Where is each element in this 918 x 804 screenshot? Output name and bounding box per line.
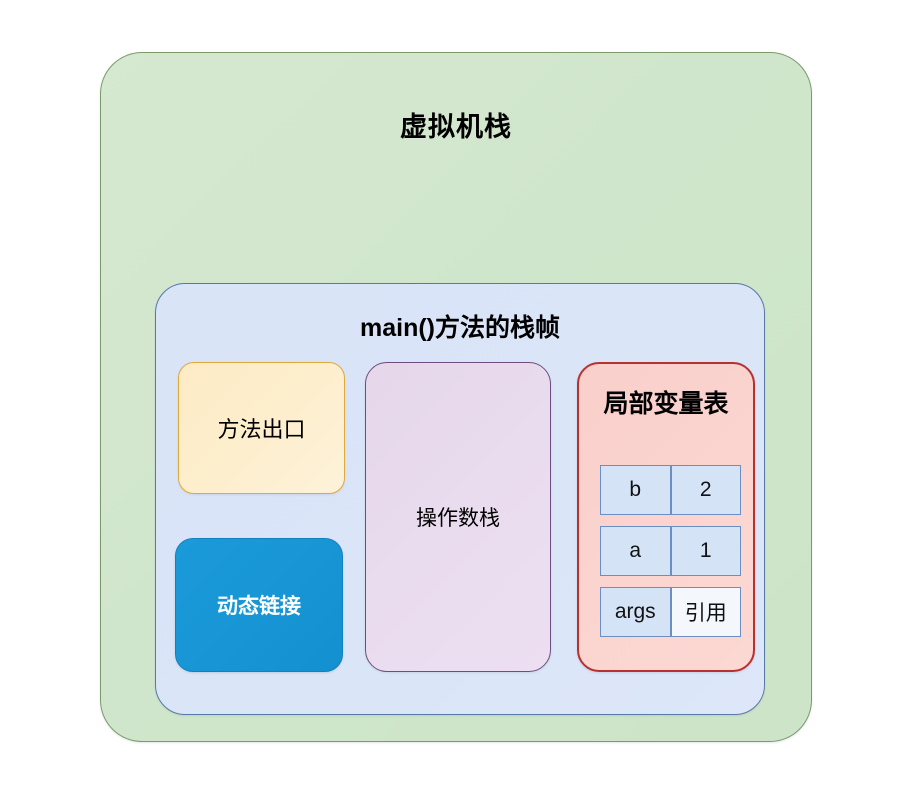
table-cell-name: b [600,465,671,515]
method-exit-box: 方法出口 [178,362,345,494]
local-variable-table-box: 局部变量表 b 2 a 1 args 引用 [577,362,755,672]
operand-stack-box: 操作数栈 [365,362,551,672]
operand-stack-label: 操作数栈 [416,507,500,530]
vm-stack-title: 虚拟机栈 [400,112,512,142]
table-cell-value: 2 [670,465,741,515]
table-cell-value: 1 [670,526,741,576]
table-row: args 引用 [600,587,741,637]
dynamic-link-box: 动态链接 [175,538,343,672]
local-variable-table-title: 局部变量表 [603,390,729,418]
table-cell-name: a [600,526,671,576]
table-row: a 1 [600,526,741,576]
table-cell-value: 引用 [670,587,741,637]
table-cell-name: args [600,587,671,637]
method-exit-label: 方法出口 [217,417,306,442]
local-variable-table: b 2 a 1 args 引用 [600,465,741,637]
dynamic-link-label: 动态链接 [217,595,301,618]
stack-frame-title: main()方法的栈帧 [359,314,560,342]
table-row: b 2 [600,465,741,515]
